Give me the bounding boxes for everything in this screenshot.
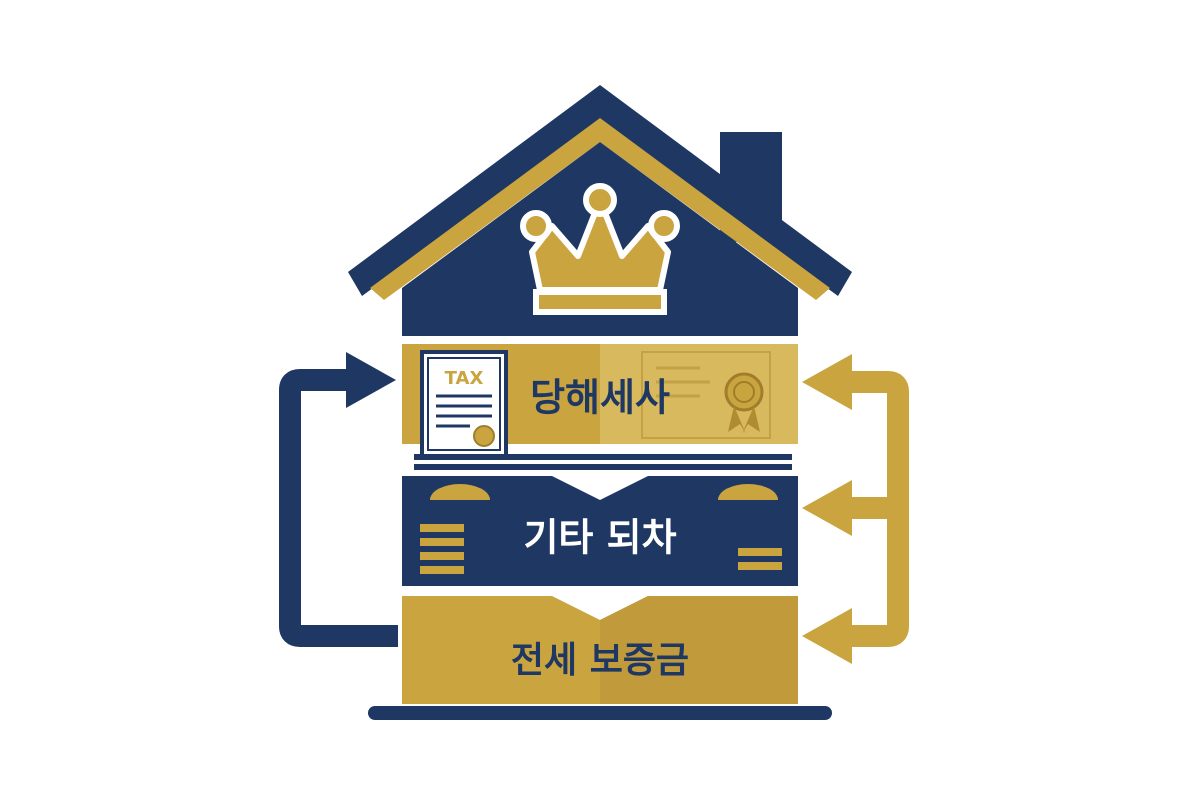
house-base xyxy=(368,706,832,720)
tier-3: 전세 보증금 xyxy=(402,596,798,704)
tier-3-label: 전세 보증금 xyxy=(511,640,689,681)
coin-stack-left xyxy=(420,484,490,574)
coin-stack-right xyxy=(718,484,782,570)
certificate-decoration xyxy=(641,351,771,439)
tax-document-icon: TAX xyxy=(414,350,792,470)
arrow-left-icon xyxy=(802,354,909,664)
loop-arrow-icon xyxy=(279,352,398,647)
tax-badge-label: TAX xyxy=(445,368,484,389)
seal-icon xyxy=(724,372,764,434)
tier-2-label: 기타 되차 xyxy=(523,516,676,560)
tier-2: 기타 되차 xyxy=(402,476,798,586)
crown-icon xyxy=(520,183,680,315)
house-roof xyxy=(348,85,852,336)
tier-1-label: 당해세사 xyxy=(530,376,670,420)
